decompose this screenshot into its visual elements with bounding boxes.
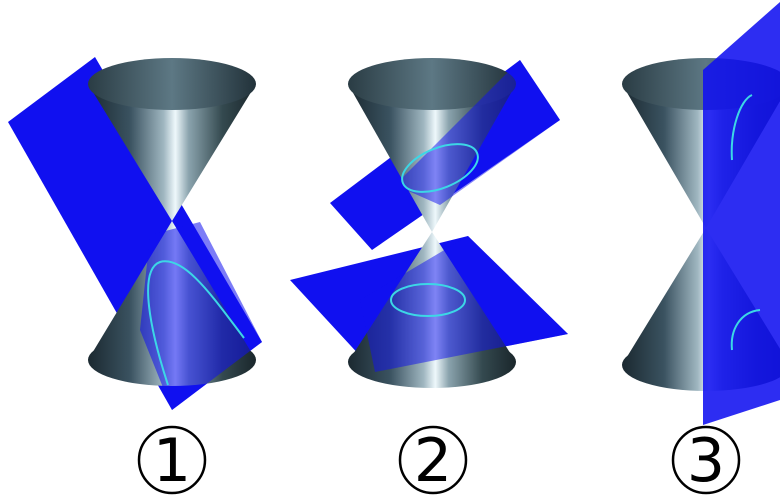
- figure-1: 1: [8, 57, 262, 496]
- figure-3: 3: [622, 2, 780, 496]
- figure-label-1: 1: [153, 426, 191, 496]
- figure-label-2: 2: [414, 426, 452, 496]
- cutting-plane: [703, 2, 780, 425]
- figure-label-3: 3: [687, 426, 725, 496]
- figure-2: 2: [290, 58, 568, 496]
